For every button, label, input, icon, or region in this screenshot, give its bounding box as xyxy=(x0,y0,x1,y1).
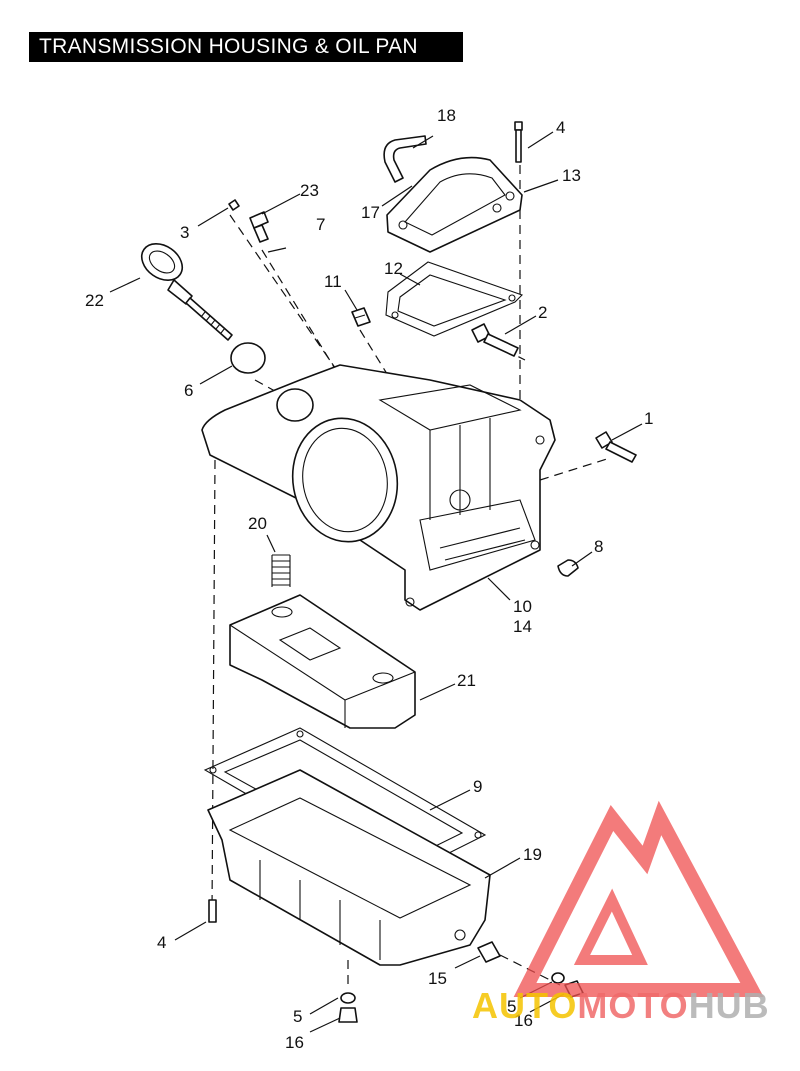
callout-6: 6 xyxy=(184,381,193,400)
callout-9: 9 xyxy=(473,777,482,796)
o-ring-part xyxy=(230,342,266,374)
svg-text:AUTOMOTOHUB: AUTOMOTOHUB xyxy=(472,985,770,1026)
callout-7: 7 xyxy=(316,215,325,234)
callout-21: 21 xyxy=(457,671,476,690)
watermark-text-moto: MOTO xyxy=(577,985,688,1026)
watermark-triangle-icon xyxy=(513,800,764,997)
top-cover-part xyxy=(386,156,523,253)
small-fittings xyxy=(228,199,287,253)
watermark-inner-triangle-icon xyxy=(573,888,648,965)
oil-pan-part xyxy=(207,769,491,966)
plug-part xyxy=(557,559,579,577)
callout-22: 22 xyxy=(85,291,104,310)
vent-hose-part xyxy=(383,135,427,183)
callout-4-top: 4 xyxy=(556,118,565,137)
callout-4-bottom: 4 xyxy=(157,933,166,952)
callout-5-right: 5 xyxy=(507,997,516,1016)
page-title: TRANSMISSION HOUSING & OIL PAN xyxy=(29,32,463,62)
callout-18: 18 xyxy=(437,106,456,125)
dipstick-part xyxy=(140,243,233,341)
callout-2: 2 xyxy=(538,303,547,322)
baffle-part xyxy=(229,594,416,729)
callout-15: 15 xyxy=(428,969,447,988)
watermark-logo xyxy=(513,800,764,997)
watermark-text: AUTOMOTOHUB xyxy=(472,985,770,1026)
transmission-housing-part xyxy=(201,364,556,611)
callout-8: 8 xyxy=(594,537,603,556)
cover-gasket-part xyxy=(385,261,524,337)
callout-19: 19 xyxy=(523,845,542,864)
callout-labels: 18 4 13 17 23 7 3 12 11 22 2 6 1 20 8 10… xyxy=(85,106,653,1052)
short-bolt-part xyxy=(595,431,637,463)
sensor-part xyxy=(351,307,371,327)
callout-13: 13 xyxy=(562,166,581,185)
callout-16-left: 16 xyxy=(285,1033,304,1052)
callout-16-right: 16 xyxy=(514,1011,533,1030)
watermark-text-auto: AUTO xyxy=(472,985,577,1026)
watermark-text-hub: HUB xyxy=(689,985,770,1026)
callout-17: 17 xyxy=(361,203,380,222)
callout-3: 3 xyxy=(180,223,189,242)
callout-20: 20 xyxy=(248,514,267,533)
callout-23: 23 xyxy=(300,181,319,200)
callout-10: 10 xyxy=(513,597,532,616)
callout-12: 12 xyxy=(384,259,403,278)
callout-14: 14 xyxy=(513,617,532,636)
bolt-top-part xyxy=(514,121,523,163)
long-bolt-part xyxy=(471,323,519,357)
callout-11: 11 xyxy=(324,272,342,291)
callout-5-left: 5 xyxy=(293,1007,302,1026)
spring-part xyxy=(271,554,291,587)
callout-1: 1 xyxy=(644,409,653,428)
